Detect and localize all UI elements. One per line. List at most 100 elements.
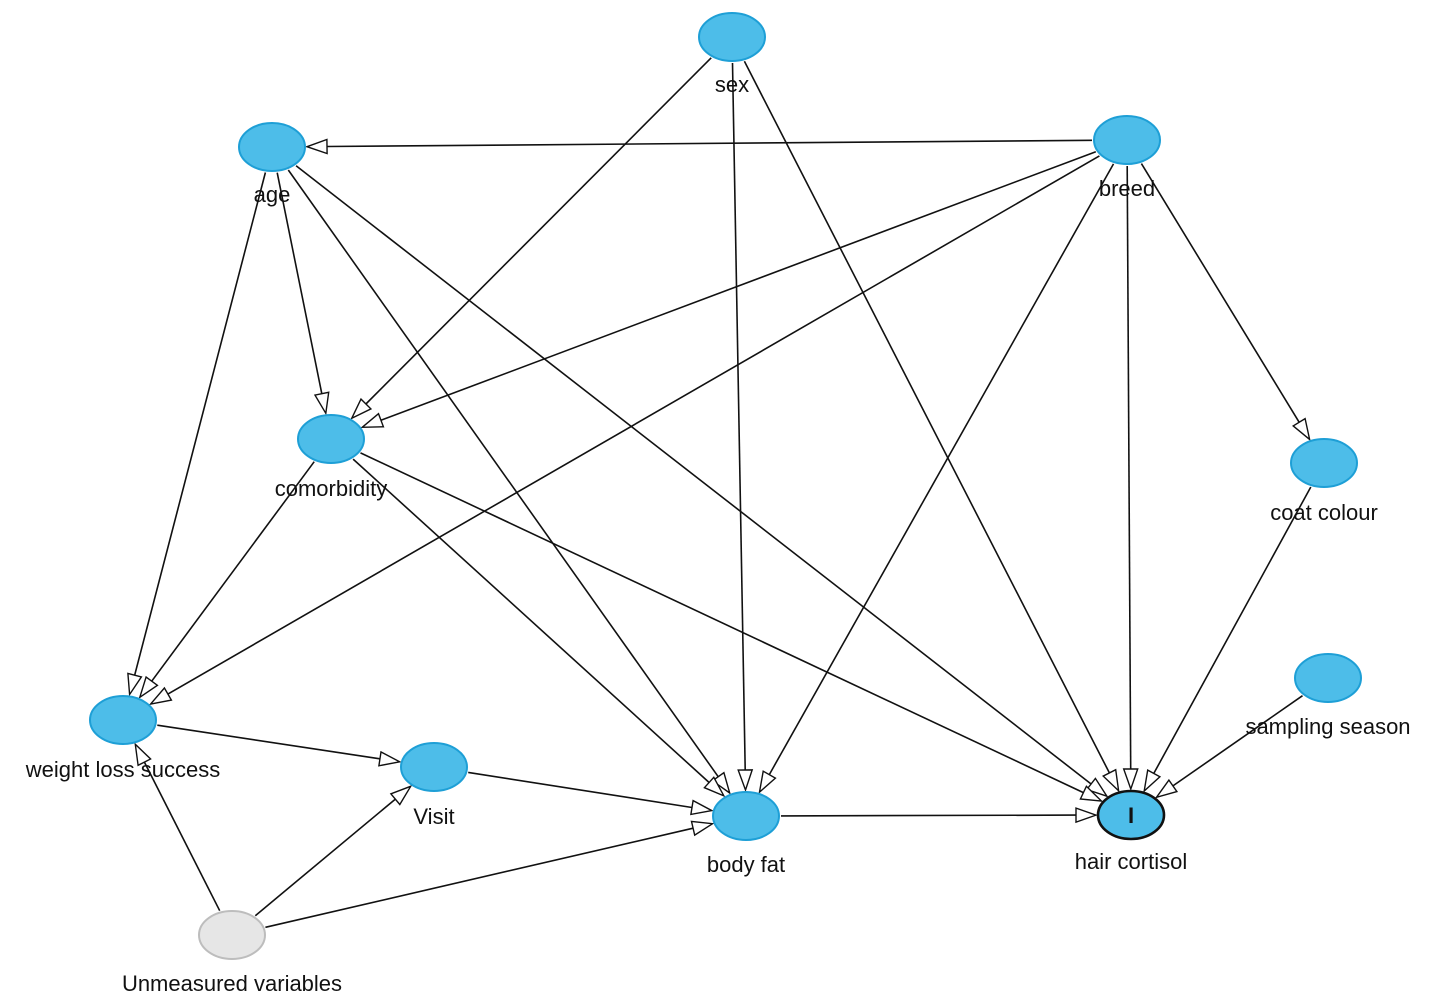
arrowhead xyxy=(134,742,152,767)
edge-sampling-season-to-hair-cortisol xyxy=(1154,695,1303,799)
arrowhead xyxy=(758,770,777,794)
edge-line xyxy=(326,139,1093,148)
edge-breed-to-age xyxy=(304,138,1093,155)
arrowhead xyxy=(378,750,402,767)
arrowhead xyxy=(1291,417,1311,442)
edge-line xyxy=(143,761,221,912)
outcome-marker: I xyxy=(1128,803,1134,828)
node-ellipse xyxy=(297,414,365,464)
node-label: comorbidity xyxy=(275,476,387,501)
arrowhead xyxy=(313,391,330,416)
edge-visit-to-body-fat xyxy=(468,771,714,816)
edge-line xyxy=(287,169,719,778)
node-comorbidity[interactable]: comorbidity xyxy=(275,414,387,501)
edge-comorbidity-to-weight-loss-success xyxy=(138,461,315,700)
arrowhead xyxy=(690,799,714,816)
edge-line xyxy=(468,771,693,809)
edge-line xyxy=(276,172,323,394)
edge-comorbidity-to-hair-cortisol xyxy=(360,452,1104,802)
node-ellipse xyxy=(1093,115,1161,165)
edge-breed-to-coat-colour xyxy=(1140,163,1311,442)
arrowhead xyxy=(1102,768,1120,793)
node-ellipse xyxy=(238,122,306,172)
node-label: sex xyxy=(715,72,749,97)
edge-line xyxy=(133,172,267,676)
node-ellipse xyxy=(1290,438,1358,488)
arrowhead xyxy=(138,675,159,700)
arrowhead xyxy=(1143,769,1162,793)
edge-line xyxy=(743,60,1111,774)
node-body-fat[interactable]: body fat xyxy=(707,791,785,877)
node-unmeasured[interactable]: Unmeasured variables xyxy=(122,910,342,996)
arrowhead xyxy=(148,686,173,706)
arrowhead xyxy=(389,784,413,806)
node-ellipse xyxy=(698,12,766,62)
node-label: coat colour xyxy=(1270,500,1378,525)
arrowhead xyxy=(360,412,385,429)
arrowhead xyxy=(1085,777,1109,798)
arrowhead xyxy=(737,769,754,793)
edge-unmeasured-to-weight-loss-success xyxy=(134,742,221,912)
node-sex[interactable]: sex xyxy=(698,12,766,97)
arrowhead xyxy=(350,397,373,420)
edge-line xyxy=(167,155,1100,695)
arrowhead xyxy=(690,820,715,837)
edge-line xyxy=(1126,165,1132,770)
arrowhead xyxy=(703,776,726,798)
edge-line xyxy=(254,798,396,917)
node-ellipse xyxy=(712,791,780,841)
node-sampling-season[interactable]: sampling season xyxy=(1245,653,1411,739)
edge-line xyxy=(157,724,381,760)
node-age[interactable]: age xyxy=(238,122,306,207)
node-coat-colour[interactable]: coat colour xyxy=(1270,438,1378,525)
node-ellipse xyxy=(89,695,157,745)
edge-unmeasured-to-visit xyxy=(254,784,413,917)
arrowhead xyxy=(127,672,143,697)
arrowhead xyxy=(711,771,731,795)
edge-age-to-comorbidity xyxy=(276,172,330,416)
node-weight-loss-success[interactable]: weight loss success xyxy=(25,695,220,782)
edge-age-to-hair-cortisol xyxy=(295,165,1109,798)
node-label: breed xyxy=(1099,176,1155,201)
node-label: sampling season xyxy=(1245,714,1410,739)
node-label: weight loss success xyxy=(25,757,220,782)
edge-age-to-body-fat xyxy=(287,169,731,795)
edge-comorbidity-to-body-fat xyxy=(352,458,726,798)
arrowhead xyxy=(1075,807,1099,824)
node-ellipse xyxy=(198,910,266,960)
node-label: Visit xyxy=(413,804,454,829)
edge-line xyxy=(352,458,710,784)
edge-line xyxy=(380,150,1097,422)
edge-line xyxy=(1153,486,1312,774)
edge-coat-colour-to-hair-cortisol xyxy=(1143,486,1312,793)
edge-sex-to-hair-cortisol xyxy=(743,60,1120,793)
node-label: hair cortisol xyxy=(1075,849,1187,874)
edge-line xyxy=(295,165,1092,785)
edge-line xyxy=(151,461,315,682)
edge-unmeasured-to-body-fat xyxy=(265,820,715,929)
edges-layer xyxy=(127,57,1312,929)
edge-line xyxy=(360,452,1084,794)
edge-breed-to-hair-cortisol xyxy=(1122,165,1139,792)
node-label: age xyxy=(254,182,291,207)
edge-breed-to-weight-loss-success xyxy=(148,155,1100,706)
edge-sex-to-body-fat xyxy=(731,62,754,793)
arrowhead xyxy=(304,138,328,155)
edge-age-to-weight-loss-success xyxy=(127,172,267,697)
arrowhead xyxy=(1079,785,1104,802)
edge-line xyxy=(1140,163,1300,423)
arrowhead xyxy=(1154,778,1179,799)
edge-line xyxy=(731,62,746,771)
node-visit[interactable]: Visit xyxy=(400,742,468,829)
node-ellipse xyxy=(400,742,468,792)
edge-breed-to-comorbidity xyxy=(360,150,1097,429)
node-ellipse xyxy=(1096,789,1166,841)
node-breed[interactable]: breed xyxy=(1093,115,1161,201)
edge-line xyxy=(365,57,712,405)
nodes-layer: sex age breed comorbidity coat colour samplin… xyxy=(25,12,1411,996)
arrowhead xyxy=(1122,768,1139,792)
edge-weight-loss-success-to-visit xyxy=(157,724,402,767)
node-label: Unmeasured variables xyxy=(122,971,342,996)
